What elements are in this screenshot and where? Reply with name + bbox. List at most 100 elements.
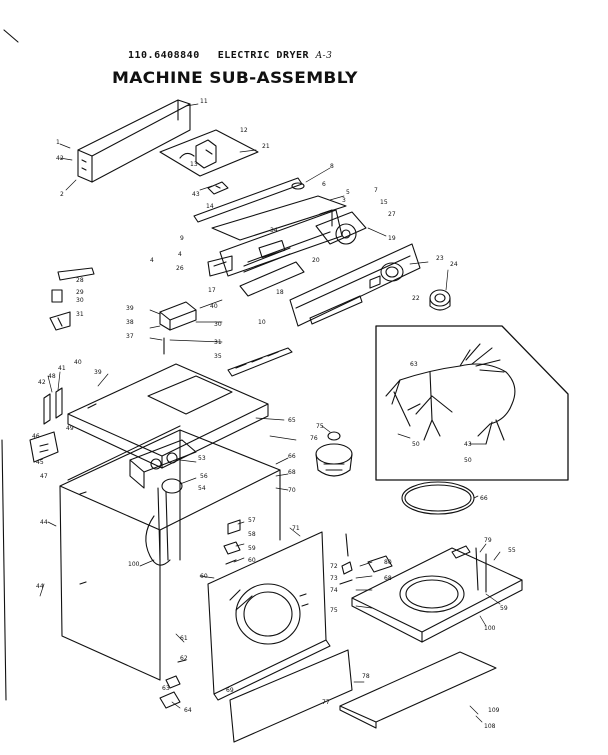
callout-14: 14: [206, 203, 214, 210]
part-rod: [193, 177, 303, 223]
callout-5: 5: [346, 189, 350, 196]
callout-50b: 50: [464, 457, 472, 464]
part-hose: [145, 515, 171, 566]
callout-76: 76: [310, 435, 318, 442]
callout-43b: 43: [464, 441, 472, 448]
callout-13: 13: [190, 161, 198, 168]
callout-24: 24: [450, 261, 458, 268]
part-door-switch: [159, 301, 197, 355]
callout-40a: 40: [210, 303, 218, 310]
callout-42: 42: [56, 155, 64, 162]
callout-26: 26: [176, 265, 184, 272]
part-left-hardware: [49, 267, 95, 331]
part-top-panel: [67, 363, 269, 469]
callout-54: 54: [198, 485, 206, 492]
callout-65: 65: [288, 417, 296, 424]
callout-34: 34: [270, 227, 278, 234]
part-heater-strip: [227, 347, 293, 377]
callout-61: 61: [180, 635, 188, 642]
callout-56: 56: [200, 473, 208, 480]
callout-58: 58: [248, 531, 256, 538]
callout-35: 35: [214, 353, 222, 360]
callout-4: 4: [178, 251, 182, 258]
callout-4b: 4: [150, 257, 154, 264]
callout-2: 2: [60, 191, 64, 198]
callout-45: 45: [36, 459, 44, 466]
callout-40: 40: [74, 359, 82, 366]
callout-63: 63: [162, 685, 170, 692]
callout-71: 71: [292, 525, 300, 532]
callout-29: 29: [76, 289, 84, 296]
callout-47: 47: [40, 473, 48, 480]
callout-15: 15: [380, 199, 388, 206]
callout-21: 21: [262, 143, 270, 150]
callout-50: 50: [412, 441, 420, 448]
page-title: MACHINE SUB-ASSEMBLY: [112, 68, 358, 88]
callout-31: 31: [76, 311, 84, 318]
callout-1: 1: [56, 139, 60, 146]
part-base-hardware: [339, 533, 487, 593]
callout-69: 69: [226, 687, 234, 694]
callout-43: 43: [192, 191, 200, 198]
part-lower-pan: [339, 651, 497, 729]
callout-77: 77: [322, 699, 330, 706]
part-left-bracket: [29, 387, 63, 463]
callout-60: 60: [248, 557, 256, 564]
callout-46: 46: [32, 433, 40, 440]
part-center-hardware: [223, 519, 241, 565]
callout-109: 109: [488, 707, 500, 714]
callout-18: 18: [276, 289, 284, 296]
callout-3: 3: [342, 197, 346, 204]
callout-11: 11: [200, 98, 208, 105]
callout-78: 78: [362, 673, 370, 680]
callout-31b: 31: [214, 339, 222, 346]
callout-48: 48: [48, 373, 56, 380]
callout-68: 68: [288, 469, 296, 476]
callout-53: 53: [198, 455, 206, 462]
callout-9: 9: [180, 235, 184, 242]
callout-64: 64: [184, 707, 192, 714]
callout-10: 10: [258, 319, 266, 326]
part-cabinet: [59, 425, 281, 681]
callout-60b: 60: [200, 573, 208, 580]
model-header-line: 110.6408840 ELECTRIC DRYER A-3: [128, 50, 332, 61]
callout-19: 19: [388, 235, 396, 242]
part-knob-plate: [239, 261, 305, 297]
callout-75b: 75: [330, 607, 338, 614]
callout-68b: 68: [384, 575, 392, 582]
part-base-plate: [351, 545, 523, 643]
callout-41: 41: [58, 365, 66, 372]
model-number: 110.6408840: [128, 50, 200, 61]
part-top-trim-bar: [77, 99, 191, 183]
callout-66: 66: [288, 453, 296, 460]
callout-70: 70: [288, 487, 296, 494]
callout-73: 73: [330, 575, 338, 582]
callout-12: 12: [240, 127, 248, 134]
part-bolt: [291, 182, 305, 190]
part-wiring-harness: [375, 325, 569, 481]
part-clip: [207, 181, 229, 195]
callout-28: 28: [76, 277, 84, 284]
callout-23: 23: [436, 255, 444, 262]
callout-44b: 44: [36, 583, 44, 590]
part-console-panel: [207, 195, 347, 277]
callout-59: 59: [248, 545, 256, 552]
product-name: ELECTRIC DRYER: [217, 50, 310, 61]
callout-55: 55: [508, 547, 516, 554]
callout-80: 80: [384, 559, 392, 566]
callout-20: 20: [312, 257, 320, 264]
callout-72: 72: [330, 563, 338, 570]
callout-66b: 66: [480, 495, 488, 502]
callout-37: 37: [126, 333, 134, 340]
callout-30: 30: [76, 297, 84, 304]
handwritten-note: A-3: [315, 51, 333, 61]
leader-lines: [39, 103, 501, 723]
callout-62: 62: [180, 655, 188, 662]
part-knob: [429, 289, 451, 311]
scan-edge-mark: [1, 29, 19, 701]
part-motor: [315, 431, 353, 477]
part-blower-duct: [129, 439, 197, 561]
callout-labels: 1 11 42 2 12 13 21 43 14 8 6 5 3 7 15 27…: [32, 98, 516, 730]
